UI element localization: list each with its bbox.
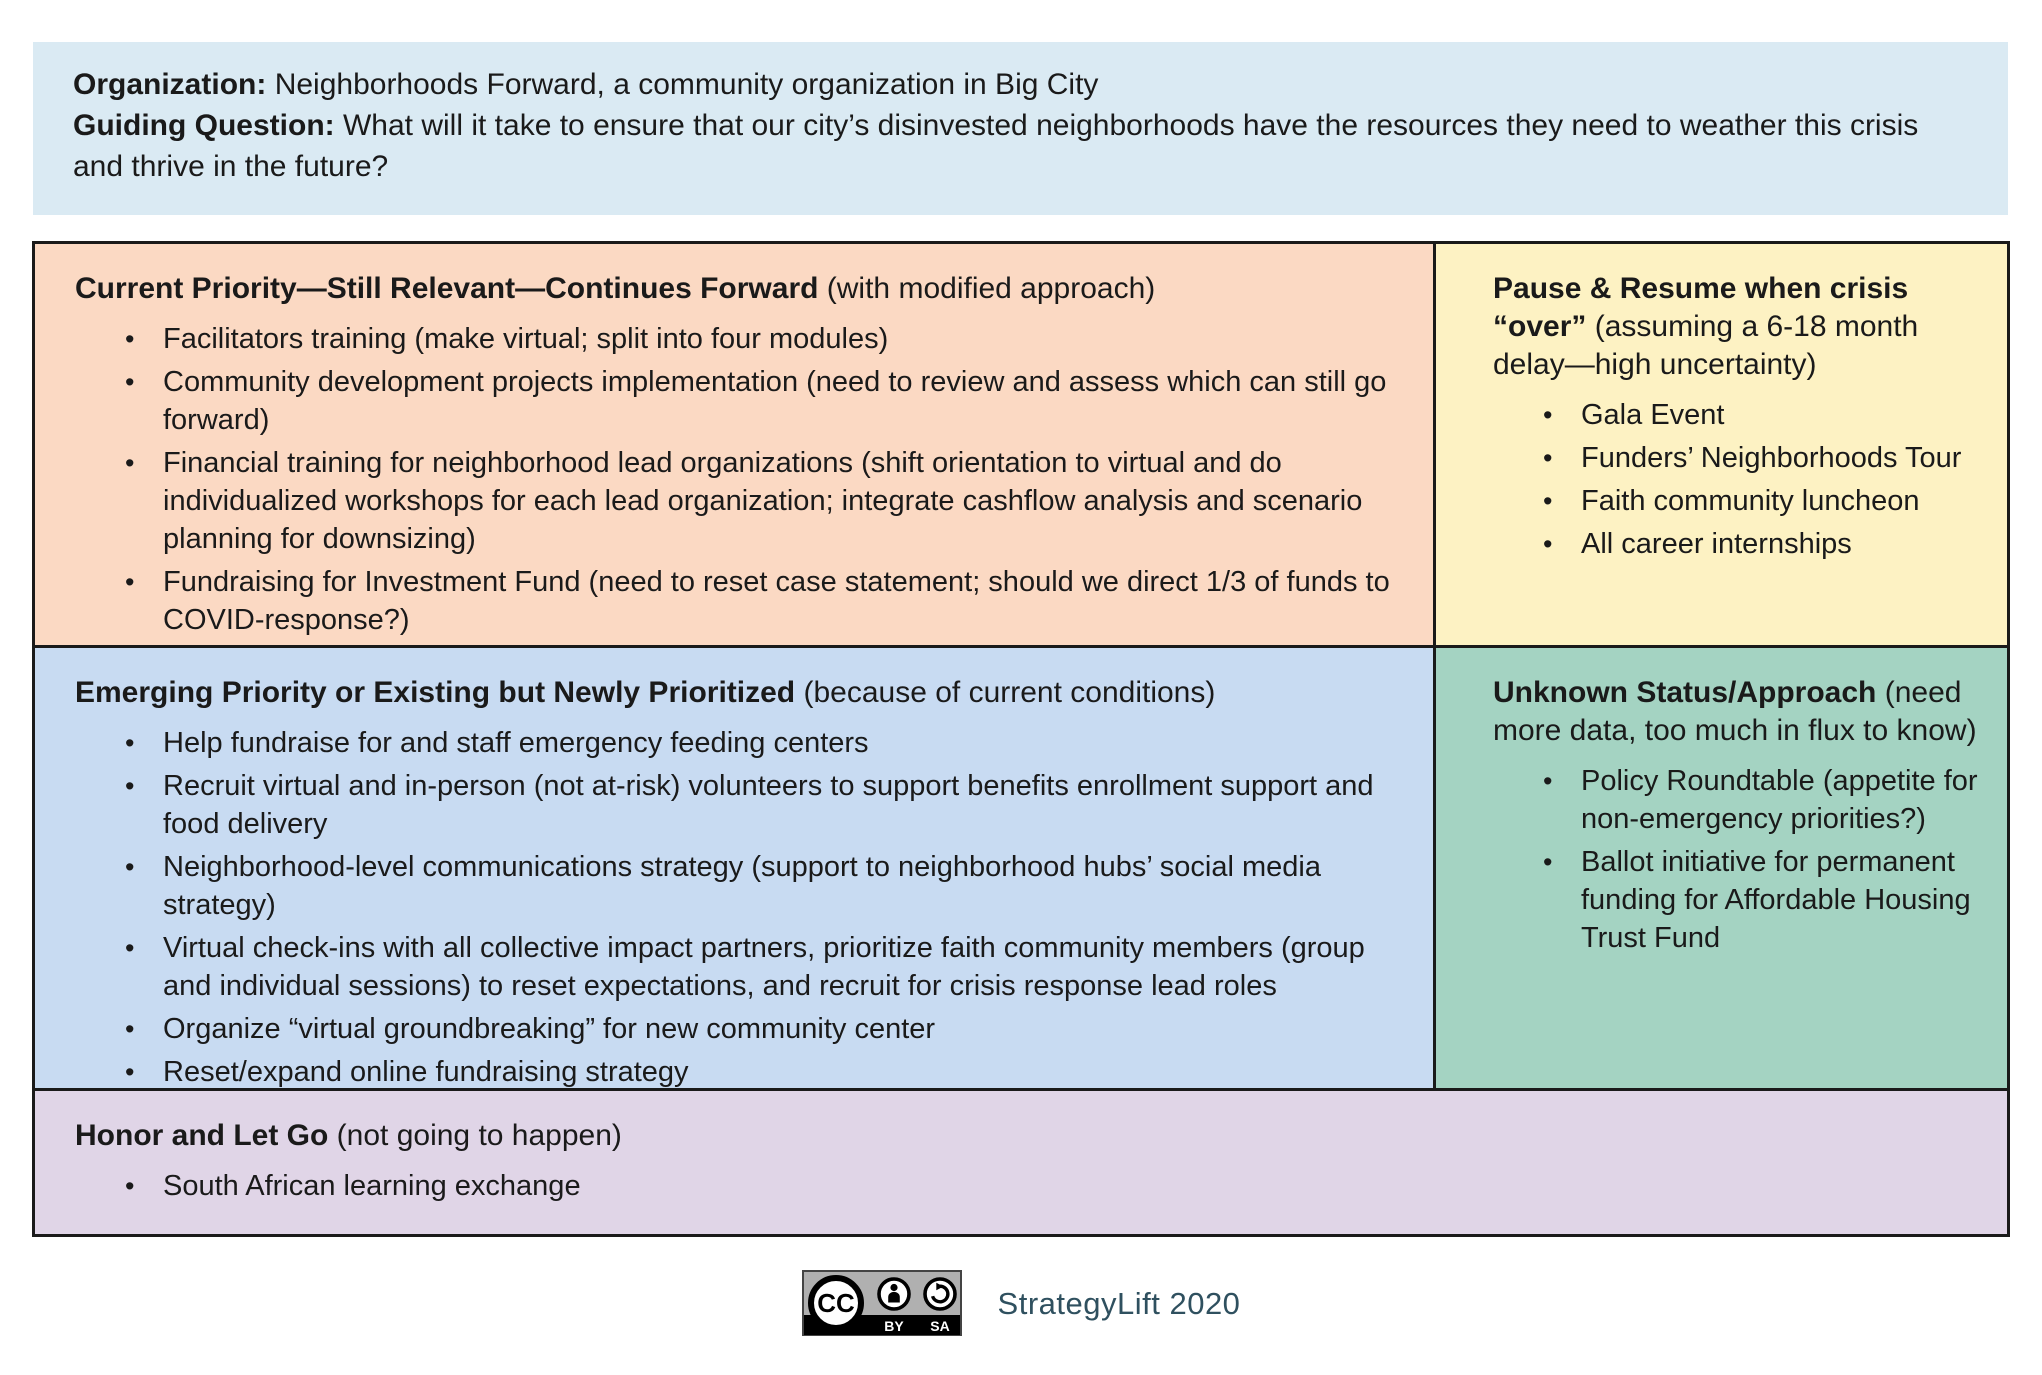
quadrant-title: Pause & Resume when crisis “over” (assum…: [1493, 270, 1997, 384]
by-person-icon: [876, 1277, 911, 1311]
list-item: Facilitators training (make virtual; spl…: [123, 320, 1393, 358]
quadrant-title: Unknown Status/Approach (need more data,…: [1493, 674, 1997, 750]
sa-label: SA: [930, 1318, 949, 1334]
organization-line: Organization: Neighborhoods Forward, a c…: [73, 64, 1968, 105]
quadrant-title-note: (assuming a 6-18 month delay—high uncert…: [1493, 310, 1919, 381]
list-item: Faith community luncheon: [1541, 482, 1997, 520]
bullet-list: Policy Roundtable (appetite for non-emer…: [1493, 762, 1997, 957]
quadrant-title-bold: Unknown Status/Approach: [1493, 676, 1877, 709]
guiding-question-line: Guiding Question: What will it take to e…: [73, 105, 1968, 187]
list-item: Community development projects implement…: [123, 363, 1393, 439]
list-item: Help fundraise for and staff emergency f…: [123, 724, 1393, 762]
quadrant-title-note: (because of current conditions): [803, 676, 1216, 709]
list-item: Organize “virtual groundbreaking” for ne…: [123, 1010, 1393, 1048]
quadrant-title: Emerging Priority or Existing but Newly …: [75, 674, 1393, 712]
quadrant-unknown-status: Unknown Status/Approach (need more data,…: [1436, 648, 2007, 1091]
guiding-question-text: What will it take to ensure that our cit…: [73, 109, 1919, 183]
quadrant-title-bold: Emerging Priority or Existing but Newly …: [75, 676, 796, 709]
organization-label: Organization:: [73, 68, 267, 101]
list-item: South African learning exchange: [123, 1167, 1967, 1205]
cc-by-sa-license-badge: CC BY SA: [801, 1270, 962, 1336]
list-item: Funders’ Neighborhoods Tour: [1541, 439, 1997, 477]
cc-icon: CC: [807, 1275, 864, 1331]
quadrant-title-note: (need more data, too much in flux to kno…: [1493, 676, 1977, 747]
list-item: Gala Event: [1541, 396, 1997, 434]
list-item: Policy Roundtable (appetite for non-emer…: [1541, 762, 1997, 838]
list-item: Financial training for neighborhood lead…: [123, 444, 1393, 558]
list-item: Fundraising for Investment Fund (need to…: [123, 563, 1393, 639]
guiding-question-label: Guiding Question:: [73, 109, 335, 142]
svg-text:CC: CC: [817, 1288, 855, 1318]
quadrant-title-note: (with modified approach): [826, 272, 1156, 305]
sa-share-alike-icon: [922, 1277, 957, 1311]
strategy-matrix: Current Priority—Still Relevant—Continue…: [32, 241, 2010, 1237]
quadrant-title-note: (not going to happen): [336, 1119, 622, 1152]
by-label: BY: [884, 1318, 904, 1334]
list-item: Neighborhood-level communications strate…: [123, 848, 1393, 924]
quadrant-title-bold: Current Priority—Still Relevant—Continue…: [75, 272, 819, 305]
bullet-list: Facilitators training (make virtual; spl…: [75, 320, 1393, 639]
quadrant-pause-resume: Pause & Resume when crisis “over” (assum…: [1436, 244, 2007, 648]
bullet-list: Help fundraise for and staff emergency f…: [75, 724, 1393, 1088]
quadrant-honor-let-go: Honor and Let Go (not going to happen) S…: [35, 1091, 2007, 1234]
footer: CC BY SA StrategyLift 2020: [0, 1270, 2042, 1338]
quadrant-title-bold: Pause & Resume when crisis “over”: [1493, 272, 1909, 343]
bullet-list: South African learning exchange: [75, 1167, 1967, 1205]
intro-banner: Organization: Neighborhoods Forward, a c…: [33, 42, 2008, 215]
bullet-list: Gala Event Funders’ Neighborhoods Tour F…: [1493, 396, 1997, 563]
list-item: Virtual check-ins with all collective im…: [123, 929, 1393, 1005]
list-item: Recruit virtual and in-person (not at-ri…: [123, 767, 1393, 843]
quadrant-current-priority: Current Priority—Still Relevant—Continue…: [35, 244, 1436, 648]
quadrant-emerging-priority: Emerging Priority or Existing but Newly …: [35, 648, 1436, 1091]
quadrant-title: Current Priority—Still Relevant—Continue…: [75, 270, 1393, 308]
quadrant-title: Honor and Let Go (not going to happen): [75, 1117, 1967, 1155]
list-item: All career internships: [1541, 525, 1997, 563]
footer-credit: StrategyLift 2020: [997, 1286, 1241, 1321]
organization-text: Neighborhoods Forward, a community organ…: [274, 68, 1099, 101]
quadrant-title-bold: Honor and Let Go: [75, 1119, 329, 1152]
list-item: Reset/expand online fundraising strategy: [123, 1053, 1393, 1088]
list-item: Ballot initiative for permanent funding …: [1541, 843, 1997, 957]
